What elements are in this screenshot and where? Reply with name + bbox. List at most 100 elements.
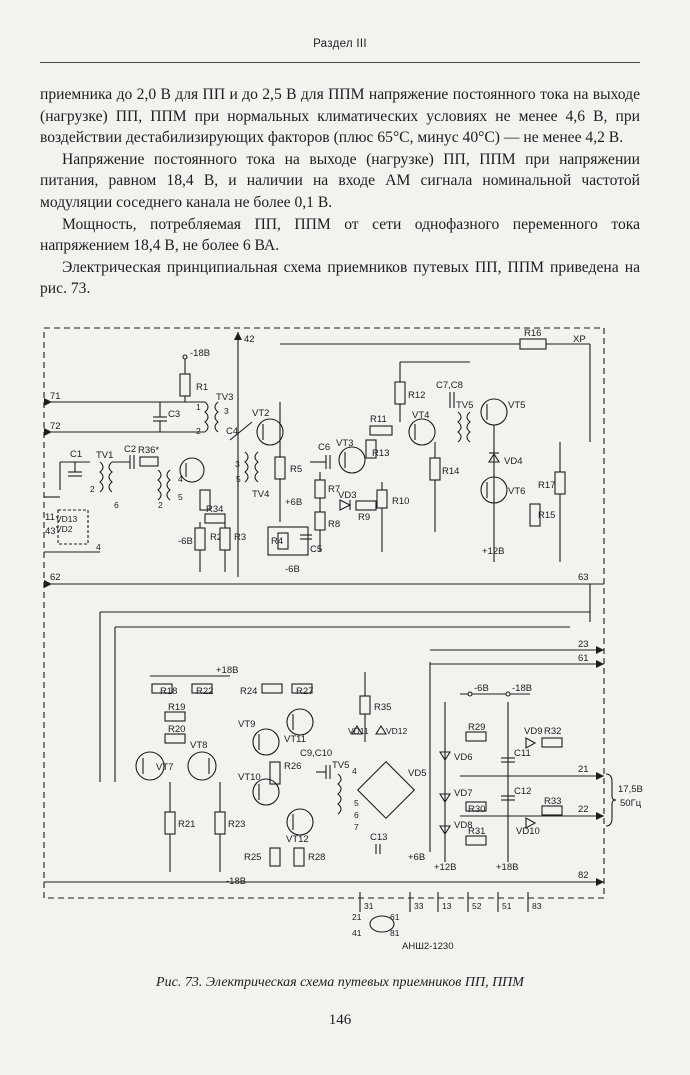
pin-71: 71 [50, 391, 61, 402]
resistor-R12 [394, 381, 406, 405]
label-C11: C11 [514, 748, 531, 759]
paragraph: Мощность, потребляемая ПП, ППМ от сети о… [40, 215, 640, 255]
label-R4: R4 [271, 536, 283, 547]
pin-62: 62 [50, 572, 61, 583]
label-VD12: VD12 [386, 726, 408, 736]
diode-VD3 [339, 499, 352, 511]
label-R18: R18 [160, 686, 177, 697]
label-R21: R21 [178, 819, 195, 830]
label-VT5: VT5 [508, 400, 525, 411]
label-VT11: VT11 [284, 734, 306, 745]
pin-11: 11 [45, 512, 55, 523]
label-C13: C13 [370, 832, 387, 843]
diode-VD6 [439, 751, 451, 762]
diode-VD12 [375, 724, 387, 735]
resistor-R30 [465, 801, 487, 812]
power-voltage: 17,5В [618, 784, 643, 795]
label-R9: R9 [358, 512, 370, 523]
label-VD7: VD7 [454, 788, 472, 799]
label-R23: R23 [228, 819, 245, 830]
transistor-VT4 [408, 418, 436, 446]
pin-82: 82 [578, 870, 589, 881]
label-VT2: VT2 [252, 408, 269, 419]
pin-61: 61 [578, 653, 589, 664]
resistor-R13 [365, 439, 377, 459]
pin-21: 21 [578, 764, 589, 775]
resistor-R27 [291, 683, 313, 694]
pin-31: 31 [364, 901, 374, 911]
svg-text:2: 2 [158, 500, 163, 510]
resistor-R26 [269, 761, 281, 785]
label-C2: C2 [124, 444, 136, 455]
label-VD4: VD4 [504, 456, 522, 467]
svg-text:5: 5 [178, 492, 183, 502]
supply-plus6b: +6В [408, 852, 425, 863]
label-VT3: VT3 [336, 438, 353, 449]
svg-text:61: 61 [390, 912, 400, 922]
svg-text:3: 3 [224, 406, 229, 416]
pin-23: 23 [578, 639, 589, 650]
label-VD6: VD6 [454, 752, 472, 763]
label-R10: R10 [392, 496, 409, 507]
paragraph: приемника до 2,0 В для ПП и до 2,5 В для… [40, 86, 640, 147]
pin-63: 63 [578, 572, 589, 583]
resistor-R34 [204, 513, 226, 524]
label-C7C8: C7,C8 [436, 380, 463, 391]
supply-minus18c: -18В [512, 683, 532, 694]
supply-minus18: -18В [190, 348, 210, 359]
label-R3: R3 [234, 532, 246, 543]
svg-text:2: 2 [196, 426, 201, 436]
pin-33: 33 [414, 901, 424, 911]
resistor-R22 [191, 683, 213, 694]
connector-jumper [369, 915, 395, 933]
label-TV3: TV3 [216, 392, 233, 403]
supply-plus12b: +12В [434, 862, 456, 873]
label-R25: R25 [244, 852, 261, 863]
label-R34: R34 [206, 504, 223, 515]
resistor-R21 [164, 811, 176, 835]
label-XP: XP [573, 334, 586, 345]
label-R22: R22 [196, 686, 213, 697]
resistor-R10 [376, 489, 388, 509]
supply-plus12: +12В [482, 546, 504, 557]
label-R1: R1 [196, 382, 208, 393]
supply-plus18b: +18В [496, 862, 518, 873]
resistor-R18 [151, 683, 173, 694]
resistor-R19 [164, 711, 186, 722]
label-C4: C4 [226, 426, 238, 437]
label-VT6: VT6 [508, 486, 525, 497]
svg-text:1: 1 [196, 402, 201, 412]
svg-text:5: 5 [354, 798, 359, 808]
resistor-R31 [465, 835, 487, 846]
diode-VD9 [525, 737, 537, 749]
resistor-R7 [314, 479, 326, 499]
schematic-diagram: R16 XP 42 71 72 R1 -18В C3 TV3 1 2 3 C4 … [43, 327, 643, 952]
diode-VD11 [351, 724, 363, 735]
header-rule [40, 62, 640, 63]
transistor-VT6 [480, 476, 508, 504]
schematic-figure: R16 XP 42 71 72 R1 -18В C3 TV3 1 2 3 C4 … [30, 322, 660, 962]
pin-13: 13 [442, 901, 452, 911]
label-R30: R30 [468, 804, 485, 815]
label-C1: C1 [70, 449, 82, 460]
transformer-TV4 [244, 451, 249, 483]
resistor-R36 [139, 456, 159, 467]
label-R24: R24 [240, 686, 257, 697]
transistor-VT2 [256, 418, 284, 446]
resistor-R14 [429, 457, 441, 481]
label-R14: R14 [442, 466, 459, 477]
diode-VD10 [525, 817, 537, 829]
supply-minus6b: -6В [285, 564, 300, 575]
label-C12: C12 [514, 786, 531, 797]
supply-minus6c: -6В [474, 683, 489, 694]
resistor-R9 [355, 500, 377, 511]
page-number: 146 [328, 1012, 352, 1028]
label-R17: R17 [538, 480, 555, 491]
label-R26: R26 [284, 761, 301, 772]
label-R33: R33 [544, 796, 561, 807]
resistor-R16 [519, 338, 547, 350]
transformer-TV5 [457, 411, 462, 443]
resistor-R33 [541, 805, 563, 816]
label-VT7: VT7 [156, 762, 173, 773]
svg-text:VD2: VD2 [56, 524, 73, 534]
